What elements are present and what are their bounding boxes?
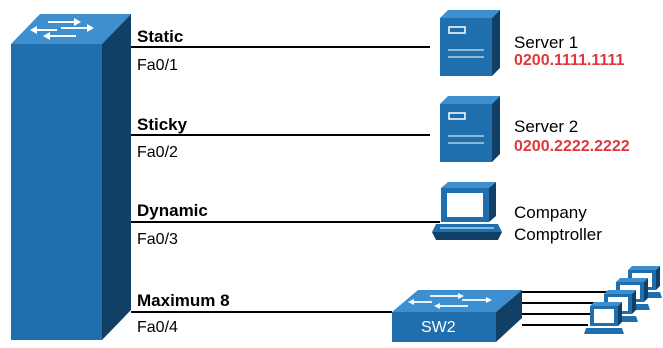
port-interface-fa0-3: Fa0/3 bbox=[137, 231, 178, 248]
server-2-mac: 0200.2222.2222 bbox=[514, 138, 630, 155]
comptroller-name-line1: Company bbox=[514, 203, 587, 222]
comptroller-name-line2: Comptroller bbox=[514, 225, 602, 244]
sw2-switch-icon bbox=[392, 290, 522, 342]
port-mode-maximum: Maximum 8 bbox=[137, 291, 230, 310]
port-mode-static: Static bbox=[137, 27, 184, 46]
port-interface-fa0-1: Fa0/1 bbox=[137, 57, 178, 74]
switch-arrows-icon bbox=[30, 18, 94, 40]
pc-stack-icon bbox=[584, 266, 662, 334]
server-1-mac: 0200.1111.1111 bbox=[514, 52, 625, 69]
main-switch-front bbox=[11, 44, 102, 340]
server-1-name: Server 1 bbox=[514, 33, 579, 52]
server-2-icon bbox=[440, 96, 500, 162]
port-interface-fa0-4: Fa0/4 bbox=[137, 319, 178, 336]
workstation-icon bbox=[432, 182, 502, 240]
port-mode-dynamic: Dynamic bbox=[137, 201, 208, 220]
main-switch-side bbox=[102, 14, 131, 340]
main-switch bbox=[11, 14, 131, 340]
port-mode-sticky: Sticky bbox=[137, 115, 188, 134]
sw2-label: SW2 bbox=[421, 319, 456, 336]
links bbox=[131, 46, 440, 313]
server-1-icon bbox=[440, 10, 500, 76]
server-2-name: Server 2 bbox=[514, 117, 579, 136]
port-interface-fa0-2: Fa0/2 bbox=[137, 144, 178, 161]
